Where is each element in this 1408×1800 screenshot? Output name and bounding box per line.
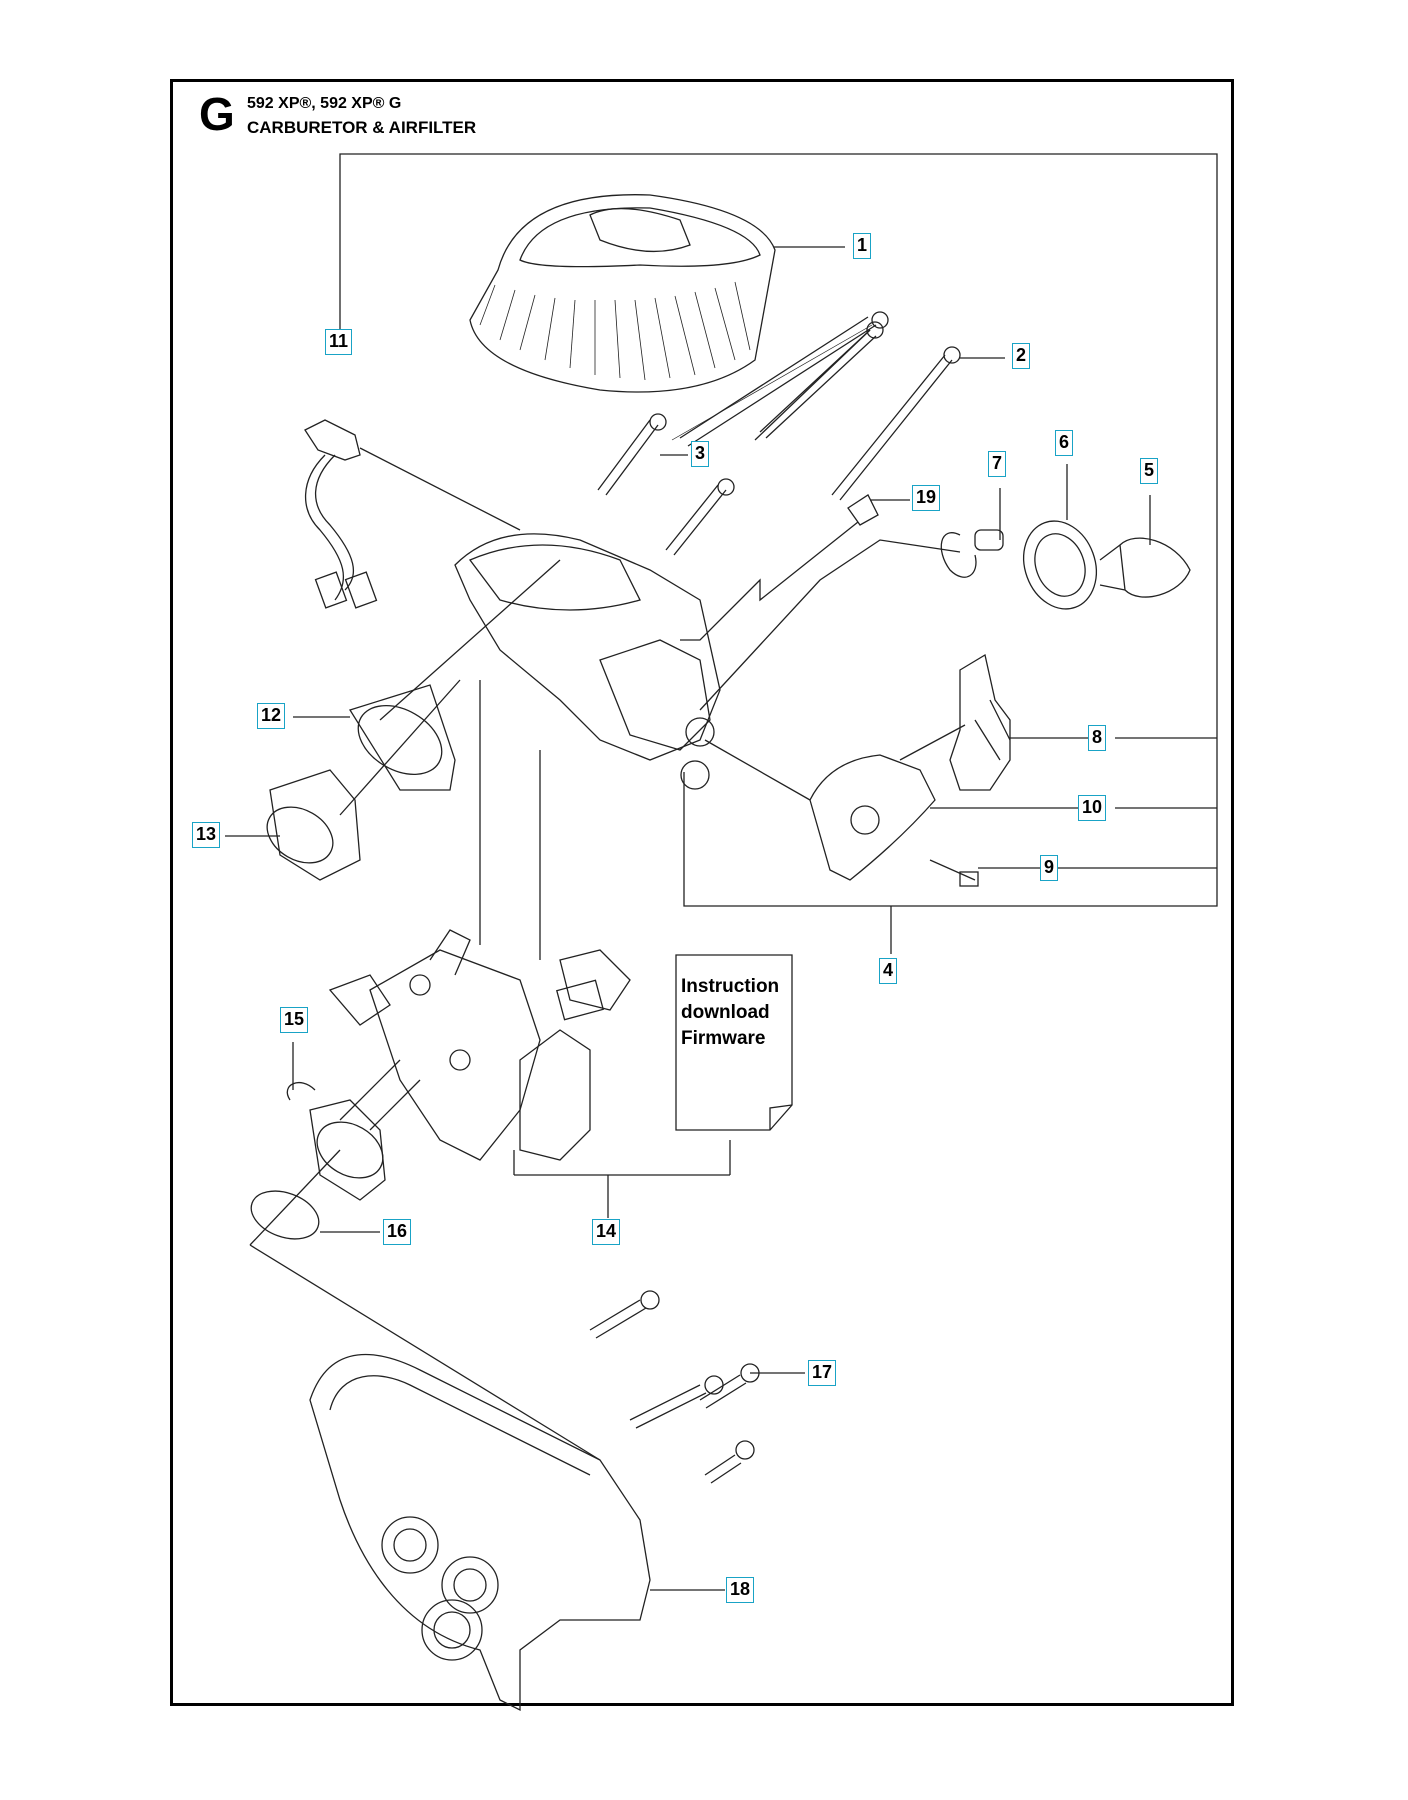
bracket-main [339,153,1218,907]
section-title: CARBURETOR & AIRFILTER [247,118,477,137]
callout-5: 5 [1140,458,1159,484]
callout-6: 6 [1055,430,1074,456]
leader-11 [359,447,521,531]
fuel-hose-7 [940,532,977,578]
callout-17: 17 [808,1360,837,1386]
air-filter-outline [469,194,776,393]
choke-lever-8 [949,653,1011,791]
callout-14: 14 [592,1219,621,1245]
diagram-frame [170,79,1234,1706]
callout-9: 9 [1040,855,1059,881]
carburetor-assembly-14 [369,949,541,1161]
callout-1: 1 [853,233,872,259]
callout-7: 7 [988,451,1007,477]
choke-plate-10 [809,754,936,881]
callout-16: 16 [383,1219,412,1245]
model-line: 592 XP®, 592 XP® G [247,95,402,112]
callout-18: 18 [726,1577,755,1603]
document-icon [675,954,793,1131]
document-line-1: Instruction [681,976,780,997]
callout-2: 2 [1012,343,1031,369]
callout-15: 15 [280,1007,309,1033]
callout-8: 8 [1088,725,1107,751]
section-letter: G [199,88,235,140]
document-line-2: download [681,1002,770,1023]
document-label: Instruction download Firmware [681,974,799,1052]
carburetor-body-outline [454,533,721,761]
callout-13: 13 [192,822,221,848]
callout-3: 3 [691,441,710,467]
primer-bulb-5 [1119,537,1191,598]
clip-15 [286,1081,316,1101]
intake-housing-18 [309,1353,651,1712]
primer-housing-6 [1023,520,1097,610]
callout-12: 12 [257,703,286,729]
callout-11: 11 [325,329,353,355]
callout-10: 10 [1078,795,1107,821]
callout-19: 19 [912,485,941,511]
callout-4: 4 [879,958,898,984]
gasket-16 [250,1190,320,1240]
document-line-3: Firmware [681,1028,766,1049]
